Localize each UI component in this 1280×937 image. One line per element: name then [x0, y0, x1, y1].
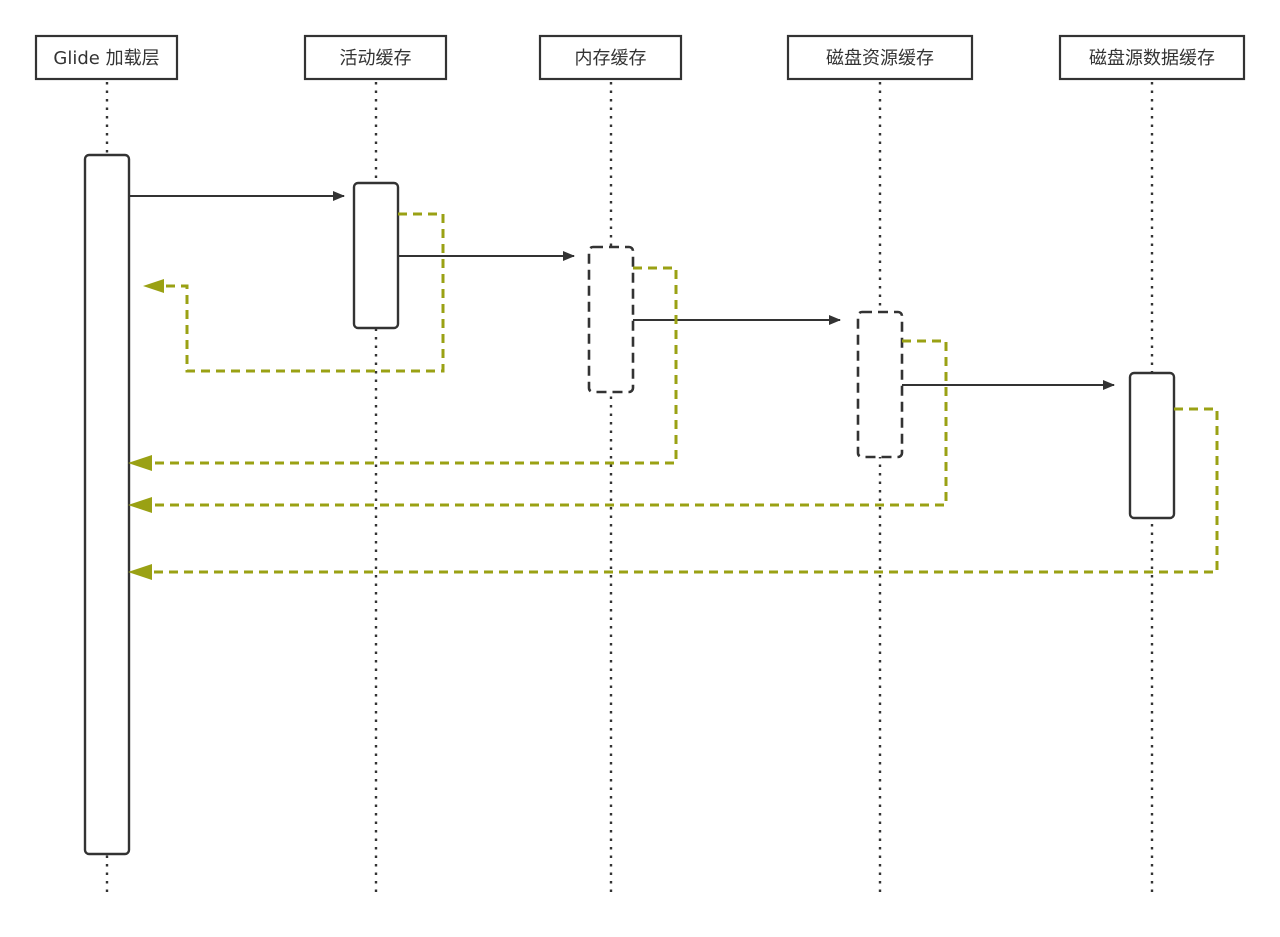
participant-memory-cache: 内存缓存 [538, 34, 683, 81]
return-arrow-active-to-glide [162, 212, 445, 373]
return-arrow-memory-to-glide [150, 266, 678, 465]
arrow-head [143, 279, 164, 293]
participant-label: 磁盘资源缓存 [826, 48, 934, 69]
return-arrow-disk-resource-to-glide [150, 339, 948, 507]
participant-disk-source-cache: 磁盘源数据缓存 [1058, 34, 1246, 81]
activation-disk-source-cache [1128, 371, 1176, 520]
participant-active-cache: 活动缓存 [303, 34, 448, 81]
participant-label: Glide 加载层 [53, 48, 159, 69]
arrow-head [128, 455, 152, 471]
participant-label: 活动缓存 [340, 48, 412, 69]
activation-disk-resource-cache [856, 310, 904, 459]
return-arrow-disk-source-to-glide [150, 407, 1219, 574]
return-messages [128, 212, 1219, 580]
participant-glide: Glide 加载层 [34, 34, 179, 81]
call-messages [129, 191, 1115, 390]
activation-active-cache [352, 181, 400, 330]
participant-label: 磁盘源数据缓存 [1089, 48, 1215, 69]
arrow-head [128, 564, 152, 580]
lifelines [105, 82, 1154, 898]
participant-disk-resource-cache: 磁盘资源缓存 [786, 34, 974, 81]
participant-label: 内存缓存 [575, 48, 647, 69]
activation-memory-cache [587, 245, 635, 394]
activation-glide [83, 153, 131, 856]
arrow-head [128, 497, 152, 513]
